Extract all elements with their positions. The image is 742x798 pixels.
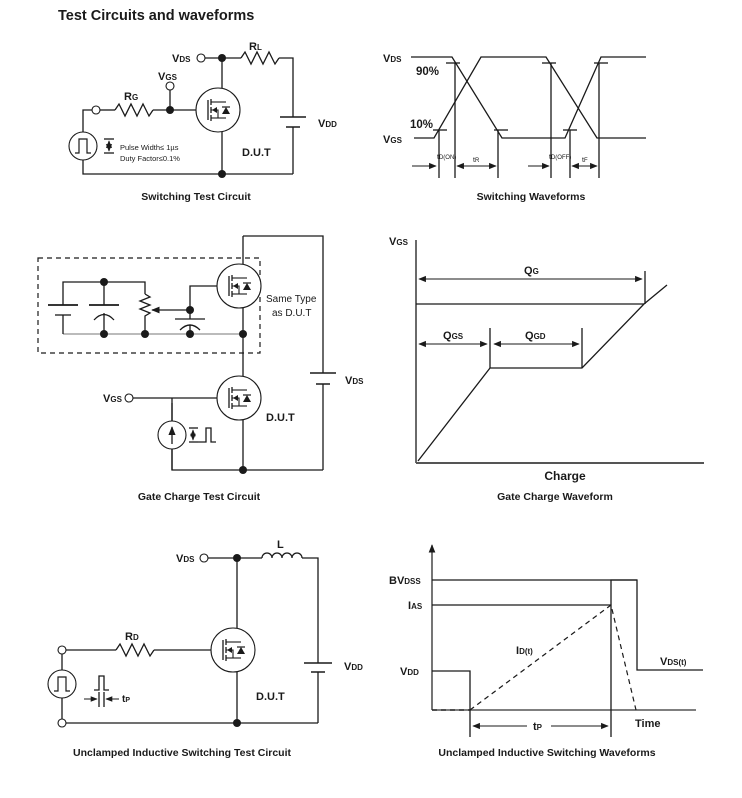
caption-gate-charge-waveform: Gate Charge Waveform xyxy=(497,491,613,503)
terminal xyxy=(57,718,67,728)
terminal xyxy=(91,105,101,115)
label-vgs: VGS xyxy=(383,134,403,146)
mosfet-reference xyxy=(216,263,262,309)
pulse-generator-icon xyxy=(68,131,98,161)
label-as-dut: as D.U.T xyxy=(272,308,311,319)
mosfet-dut xyxy=(195,87,241,133)
label-tr: tR xyxy=(473,157,480,164)
gate-charge-test-circuit: Same Type as D.U.T VGS VDS D.U.T Gate Ch… xyxy=(37,235,364,503)
vdd-step xyxy=(432,670,471,710)
label-rl: RL xyxy=(249,41,262,53)
uis-test-circuit: VDS L RD VDD D.U.T tP Unclamped Inductiv… xyxy=(47,539,363,759)
label-td-on: tD(ON) xyxy=(437,154,456,161)
label-rg: RG xyxy=(124,91,138,103)
switching-waveforms: VDS VGS 90% 10% tD(ON) tR tD(OFF) tF Swi… xyxy=(383,53,646,203)
pulse-icon xyxy=(198,427,216,443)
label-vgs: VGS xyxy=(103,393,123,405)
terminal-vds xyxy=(196,53,206,63)
pulse-icon xyxy=(94,675,109,691)
label-vds: VDS xyxy=(176,553,195,565)
label-time: Time xyxy=(635,718,660,730)
label-vgs: VGS xyxy=(158,71,178,83)
label-vds: VDS xyxy=(383,53,402,65)
label-vdd: VDD xyxy=(318,118,337,130)
label-qgd: QGD xyxy=(525,330,546,342)
label-90-percent: 90% xyxy=(416,66,439,78)
vds-trace xyxy=(610,579,703,710)
label-rd: RD xyxy=(125,631,139,643)
label-l: L xyxy=(277,539,284,551)
label-tp: tP xyxy=(122,694,130,705)
switching-test-circuit: Pulse Width≤ 1µs Duty Factor≤0.1% VDS VG… xyxy=(68,41,337,203)
pulse-width-text: Pulse Width≤ 1µs xyxy=(120,143,179,152)
label-tf: tF xyxy=(582,157,588,164)
label-vds: VDS xyxy=(345,375,364,387)
label-vdd: VDD xyxy=(344,661,363,673)
label-ias: IAS xyxy=(408,600,423,612)
resistor-rl xyxy=(240,50,280,66)
caption-switching-test-circuit: Switching Test Circuit xyxy=(141,191,251,203)
terminal-vds xyxy=(199,553,209,563)
resistor-rd xyxy=(115,642,155,658)
caption-uis-test-circuit: Unclamped Inductive Switching Test Circu… xyxy=(73,747,292,759)
label-vds: VDS(t) xyxy=(660,656,687,668)
mosfet-dut xyxy=(210,627,256,673)
label-qgs: QGS xyxy=(443,330,464,342)
label-id: ID(t) xyxy=(516,645,533,657)
label-bvdss: BVDSS xyxy=(389,575,421,587)
label-dut: D.U.T xyxy=(266,412,295,424)
caption-gate-charge-test-circuit: Gate Charge Test Circuit xyxy=(138,491,261,503)
potentiometer xyxy=(138,293,152,334)
label-dut: D.U.T xyxy=(256,691,285,703)
label-vdd: VDD xyxy=(400,666,419,678)
label-same-type: Same Type xyxy=(266,294,317,305)
label-y-axis: VGS xyxy=(389,236,409,248)
page-title: Test Circuits and waveforms xyxy=(58,8,254,24)
duty-factor-text: Duty Factor≤0.1% xyxy=(120,154,180,163)
label-qg: QG xyxy=(524,265,539,277)
reference-device-box xyxy=(37,257,261,354)
uis-waveforms: BVDSS IAS VDD ID(t) VDS(t) tP Time Uncla… xyxy=(389,544,703,759)
label-10-percent: 10% xyxy=(410,119,433,131)
label-vds: VDS xyxy=(172,53,191,65)
inductor xyxy=(261,552,303,559)
terminal-vgs xyxy=(165,81,175,91)
vgs-curve xyxy=(417,284,668,462)
label-tp: tP xyxy=(533,721,543,733)
label-dut: D.U.T xyxy=(242,147,271,159)
terminal-vgs xyxy=(124,393,134,403)
caption-uis-waveforms: Unclamped Inductive Switching Waveforms xyxy=(438,747,655,759)
caption-switching-waveforms: Switching Waveforms xyxy=(477,191,586,203)
vgs-trace-reversed xyxy=(411,56,646,139)
mosfet-dut xyxy=(216,375,262,421)
terminal xyxy=(57,645,67,655)
pulse-generator-icon xyxy=(47,669,77,699)
gate-charge-waveform: VGS QG QGS QGD Charge Gate Charge Wavefo… xyxy=(389,236,704,503)
label-x-axis: Charge xyxy=(544,469,586,483)
vds-trace xyxy=(414,56,646,139)
resistor-rg xyxy=(114,102,154,118)
label-td-off: tD(OFF) xyxy=(549,154,571,161)
